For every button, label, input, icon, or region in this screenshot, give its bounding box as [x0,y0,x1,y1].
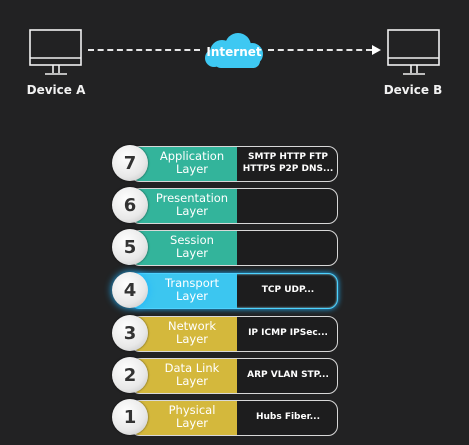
layer-3-row: Network Layer IP ICMP IPSec... 3 [112,315,338,352]
layer-5-number: 5 [112,229,148,265]
layer-6-box [130,188,338,224]
layer-6-protocols [242,188,334,222]
layer-7-name: Application Layer [159,149,225,176]
layer-2-number: 2 [112,357,148,393]
layer-4-protocols: TCP UDP... [261,285,315,295]
layer-2-box [130,358,338,394]
layer-2-color-band [131,359,237,393]
layer-7-protocols: SMTP HTTP FTP HTTPS P2P DNS... [242,152,334,174]
connection-line-left [88,49,200,51]
layer-6-color-band [131,189,237,223]
layer-4-row: Transport Layer TCP UDP... 4 [112,272,338,309]
cloud-icon [200,32,270,76]
layer-3-color-band [131,317,237,351]
layer-1-name: Physical Layer [168,403,216,430]
layer-2-row: Data Link Layer ARP VLAN STP... 2 [112,357,338,394]
layer-7-color-band [131,147,237,181]
layer-5-protocols [242,230,334,264]
device-a-label: Device A [26,83,86,97]
layer-3-name: Network Layer [167,319,217,346]
layer-4-number: 4 [112,272,148,308]
layer-6-name: Presentation Layer [155,191,229,218]
layer-1-color-band [131,401,237,435]
connection-line-right [268,49,372,51]
device-a-monitor-icon [29,29,83,79]
layer-7-row: Application Layer SMTP HTTP FTP HTTPS P2… [112,145,338,182]
layer-1-row: Physical Layer Hubs Fiber... 1 [112,399,338,436]
arrow-head-icon [372,45,381,55]
device-b-label: Device B [383,83,443,97]
layer-7-box [130,146,338,182]
layer-5-row: Session Layer 5 [112,229,338,266]
layer-4-color-band [131,274,237,308]
layer-2-name: Data Link Layer [164,361,220,388]
layer-3-protocols: IP ICMP IPSec... [248,328,328,338]
layer-6-number: 6 [112,187,148,223]
layer-4-name: Transport Layer [165,276,219,303]
layer-2-protocols: ARP VLAN STP... [247,370,329,380]
layer-5-box [130,230,338,266]
layer-6-row: Presentation Layer 6 [112,187,338,224]
layer-5-name: Session Layer [170,233,214,260]
layer-4-box [130,273,338,309]
device-b-monitor-icon [387,29,441,79]
layer-7-number: 7 [112,145,148,181]
layer-1-number: 1 [112,399,148,435]
internet-label: Internet [206,45,262,59]
layer-5-color-band [131,231,237,265]
layer-1-box [130,400,338,436]
layer-1-protocols: Hubs Fiber... [255,412,321,422]
layer-3-box [130,316,338,352]
layer-3-number: 3 [112,315,148,351]
